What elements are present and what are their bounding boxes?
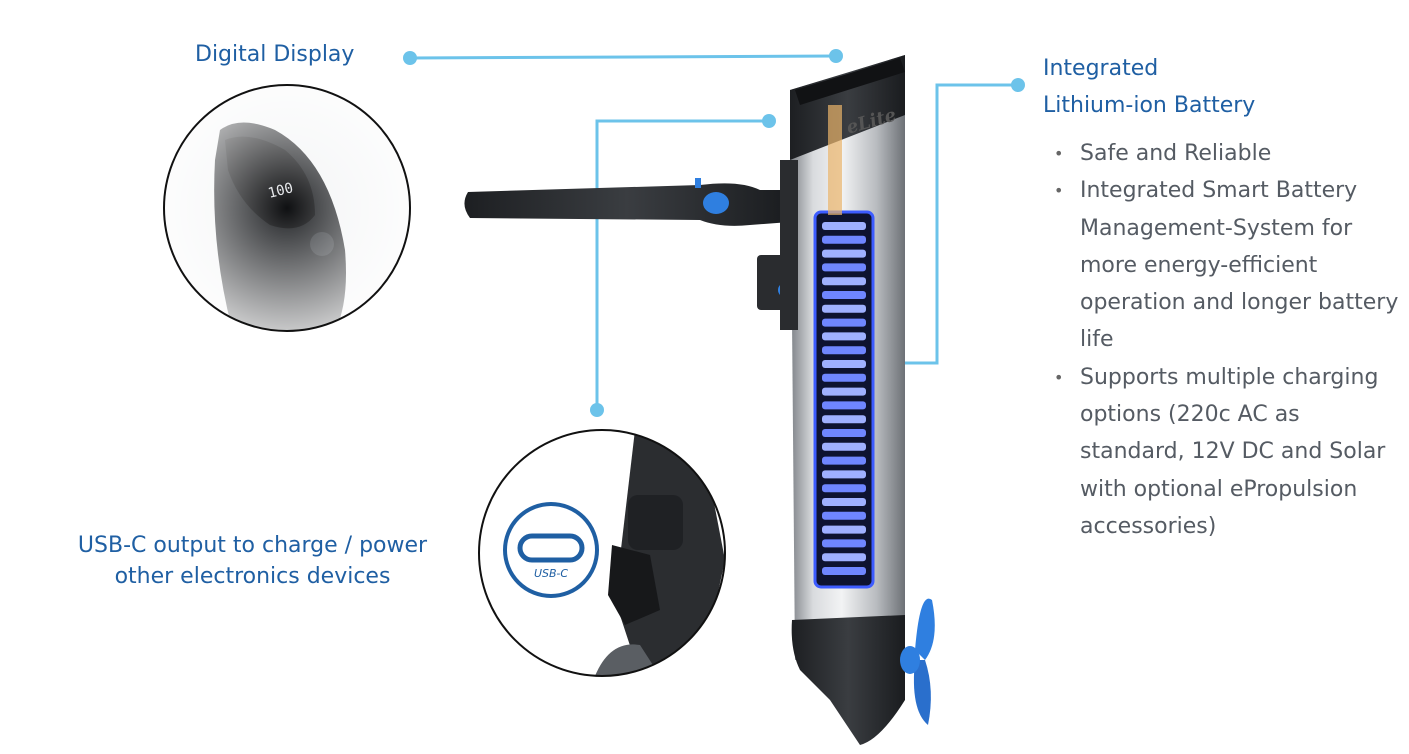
- callout-battery-line2: Lithium-ion Battery: [1043, 93, 1256, 118]
- battery-cell: [822, 498, 866, 506]
- feature-item: Integrated Smart Battery Management-Syst…: [1052, 172, 1407, 358]
- battery-cell: [822, 318, 866, 327]
- battery-cell: [822, 470, 866, 479]
- battery-cell: [822, 373, 866, 382]
- propeller-icon: [900, 598, 935, 725]
- battery-cell: [822, 484, 866, 493]
- battery-cell: [822, 332, 866, 341]
- usb-c-icon: [503, 502, 599, 598]
- leader-dots: [403, 49, 1025, 417]
- feature-list: Safe and Reliable Integrated Smart Batte…: [1052, 135, 1407, 545]
- battery-cell: [822, 553, 866, 562]
- battery-cell: [822, 456, 866, 465]
- callout-usbc-line1: USB-C output to charge / power: [77, 533, 428, 558]
- battery-cell: [822, 539, 866, 548]
- battery-cell: [822, 346, 866, 355]
- callout-usbc: USB-C output to charge / power other ele…: [40, 530, 465, 592]
- battery-cell: [822, 304, 866, 313]
- battery-cell: [822, 291, 866, 299]
- feature-item: Supports multiple charging options (220c…: [1052, 359, 1407, 545]
- battery-cell: [822, 249, 866, 258]
- usbc-closeup: [478, 429, 726, 677]
- battery-cell: [822, 387, 866, 396]
- callout-battery-line1: Integrated: [1043, 56, 1159, 81]
- usbc-badge-label: USB-C: [533, 567, 569, 580]
- leader-lines: [409, 54, 1018, 410]
- motor-body: [780, 55, 905, 745]
- battery-cells-icon: [822, 222, 866, 575]
- callout-digital-display: Digital Display: [195, 42, 355, 67]
- battery-cell: [822, 277, 866, 286]
- battery-cell: [822, 222, 866, 230]
- battery-cell: [822, 263, 866, 272]
- callout-usbc-line2: other electronics devices: [114, 564, 391, 589]
- battery-cell: [822, 511, 866, 520]
- feature-item: Safe and Reliable: [1052, 135, 1407, 173]
- display-closeup: [163, 84, 411, 332]
- callout-battery: Integrated Lithium-ion Battery: [1043, 50, 1255, 124]
- battery-cell: [822, 235, 866, 244]
- battery-cell: [822, 442, 866, 451]
- battery-cell: [822, 429, 866, 437]
- battery-cell: [822, 360, 866, 368]
- battery-cell: [822, 525, 866, 534]
- battery-cell: [822, 401, 866, 410]
- tiller-arm: [464, 178, 797, 310]
- battery-cell: [822, 415, 866, 424]
- battery-cell: [822, 567, 866, 575]
